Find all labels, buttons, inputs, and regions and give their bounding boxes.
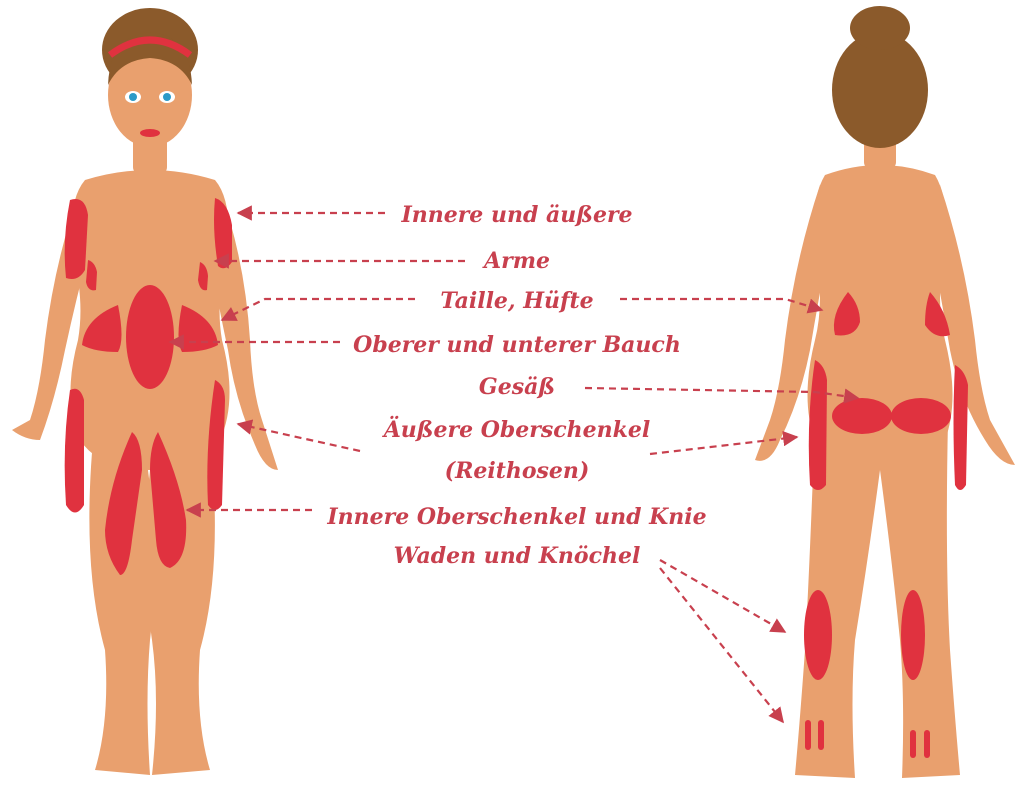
label-inner-thighs-knees: Innere Oberschenkel und Knie	[326, 504, 706, 530]
zone-back-left-glute	[832, 398, 892, 434]
right-iris	[163, 93, 171, 101]
label-arms: Arme	[482, 248, 550, 274]
zone-back-left-ankle-a	[805, 720, 811, 750]
zone-front-left-upper-arm	[65, 199, 88, 279]
left-iris	[129, 93, 137, 101]
zone-front-left-outer-thigh	[65, 389, 84, 513]
zone-back-left-calf	[804, 590, 832, 680]
zone-back-left-ankle-b	[818, 720, 824, 750]
label-calves-ankles: Waden und Knöchel	[394, 543, 641, 569]
lips	[140, 129, 160, 137]
front-figure	[12, 8, 278, 775]
zone-back-right-ankle-a	[910, 730, 916, 758]
zone-back-right-calf	[901, 590, 925, 680]
label-waist-hips: Taille, Hüfte	[440, 288, 593, 314]
label-outer-thighs: Äußere Oberschenkel	[382, 415, 651, 443]
label-belly: Oberer und unterer Bauch	[353, 332, 681, 358]
arrow-ankles	[660, 568, 783, 722]
zone-back-right-ankle-b	[924, 730, 930, 758]
zone-front-belly	[126, 285, 174, 389]
labels: Innere und äußere Arme Taille, Hüfte Obe…	[326, 202, 706, 569]
arrow-calves	[660, 560, 785, 632]
zone-back-right-outer-thigh	[954, 365, 969, 490]
zone-back-right-glute	[891, 398, 951, 434]
label-saddlebags: (Reithosen)	[445, 458, 590, 484]
label-inner-outer: Innere und äußere	[400, 202, 632, 228]
label-glutes: Gesäß	[479, 374, 555, 400]
arrow-waist-front	[222, 299, 415, 320]
hair-bun	[850, 6, 910, 50]
